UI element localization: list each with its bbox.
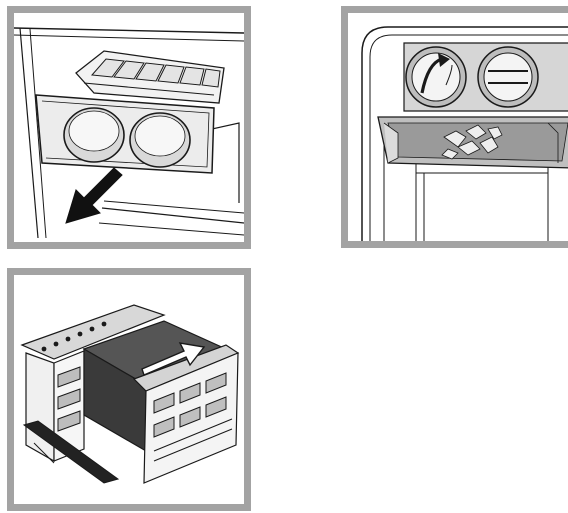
figure-remove-tray xyxy=(7,268,251,511)
pull-out-icemaker-tray-icon xyxy=(14,27,244,239)
figure-pull-out-tray xyxy=(7,6,251,249)
twist-knob-to-release-ice-icon xyxy=(361,26,568,241)
figure-twist-knob xyxy=(341,6,568,248)
ice-tray-removal-icon xyxy=(20,304,240,484)
